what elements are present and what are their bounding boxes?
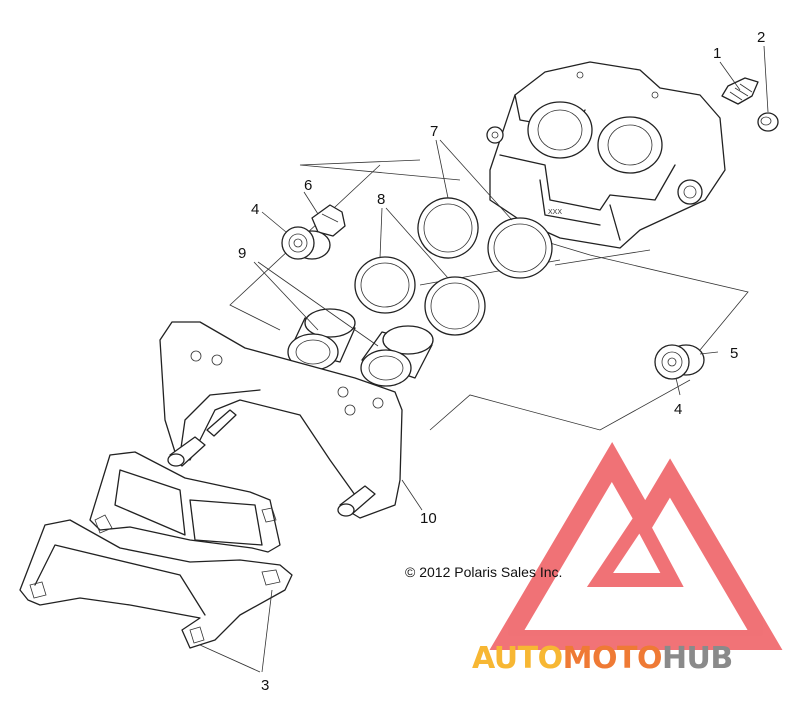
callout-10: 10	[420, 510, 437, 527]
callout-9: 9	[238, 245, 246, 262]
leader-lines	[199, 45, 769, 673]
copyright-text: © 2012 Polaris Sales Inc.	[405, 564, 562, 580]
pin-boot-right	[654, 344, 705, 380]
callout-1: 1	[713, 45, 721, 62]
seal-7-right	[487, 217, 553, 279]
callout-5: 5	[730, 345, 738, 362]
piston-right	[360, 325, 434, 387]
watermark-auto: AUTO	[472, 641, 563, 676]
callout-7: 7	[430, 123, 438, 140]
housing-marking: XXX	[548, 209, 562, 216]
watermark-text: AUTOMOTOHUB	[472, 641, 733, 676]
caliper-housing: XXX	[486, 61, 726, 249]
brake-pad-outer	[19, 519, 293, 649]
caliper-bracket	[159, 321, 403, 519]
brake-pad-inner	[89, 451, 281, 553]
seal-8-left	[354, 256, 416, 314]
watermark-moto: MOTO	[563, 641, 662, 676]
bleeder-screw	[721, 77, 759, 105]
bleeder-cap	[757, 112, 779, 132]
callout-4-upper: 4	[251, 201, 259, 218]
callout-8: 8	[377, 191, 385, 208]
callout-6: 6	[304, 177, 312, 194]
pin-boot-left	[281, 226, 331, 260]
piston-left	[287, 308, 356, 371]
seal-8-right	[424, 276, 486, 336]
watermark-logo	[489, 442, 783, 650]
watermark-hub: HUB	[662, 641, 733, 676]
callout-2: 2	[757, 29, 765, 46]
callout-4-lower: 4	[674, 401, 682, 418]
seal-7-left	[417, 197, 479, 259]
callout-3: 3	[261, 677, 269, 694]
